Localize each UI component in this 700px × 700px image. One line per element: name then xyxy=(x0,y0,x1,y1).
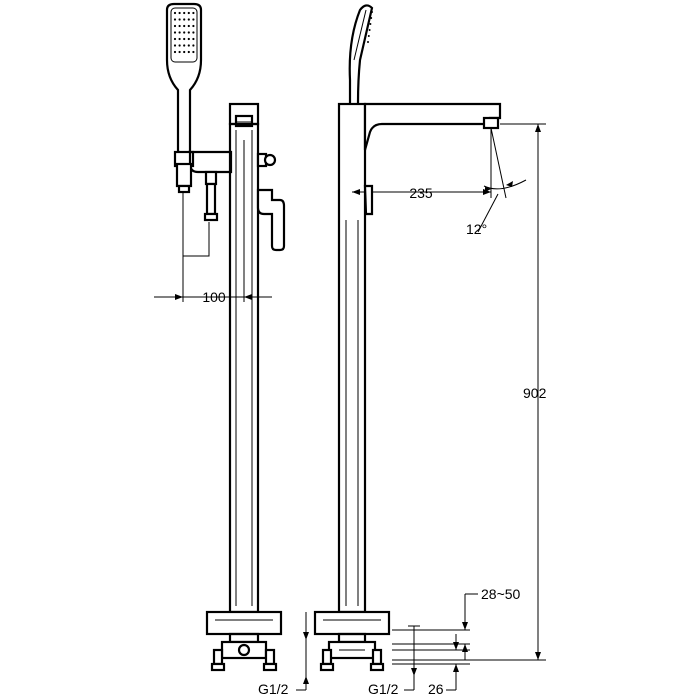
spray-nozzle xyxy=(187,11,190,15)
thread-label-g12-right: G1/2 xyxy=(368,681,399,697)
spray-nozzle xyxy=(192,24,195,28)
column-side xyxy=(337,102,367,614)
spout xyxy=(363,102,502,151)
thread-label-left: G1/2 xyxy=(258,612,309,697)
spray-nozzle xyxy=(178,24,181,28)
base-front xyxy=(205,610,283,672)
thread-label-right: G1/2 xyxy=(368,625,420,697)
side-spray-nozzle xyxy=(370,17,373,19)
spray-nozzle xyxy=(183,44,186,47)
spray-nozzle xyxy=(183,31,186,34)
spray-nozzle xyxy=(173,31,177,34)
spout-angle: 12° xyxy=(466,127,527,237)
spray-nozzle xyxy=(192,50,195,54)
spray-nozzle xyxy=(192,18,195,21)
side-spray-nozzle xyxy=(367,41,369,43)
side-view: 12° 235 xyxy=(258,4,547,697)
spray-nozzle xyxy=(187,31,190,34)
spray-nozzle xyxy=(187,50,190,54)
spray-nozzle xyxy=(173,24,177,28)
dim-label-26: 26 xyxy=(428,681,444,697)
spray-nozzle xyxy=(192,11,195,15)
side-spray-nozzle xyxy=(371,11,373,13)
dimension-235: 235 xyxy=(352,185,491,201)
side-nozzles xyxy=(367,11,373,43)
handshower-holder xyxy=(175,150,233,222)
spray-nozzle xyxy=(178,50,181,54)
spray-nozzle xyxy=(173,11,177,15)
mixer-lever-front xyxy=(256,188,286,252)
hose-outline xyxy=(182,192,210,257)
mixer-lever-side xyxy=(363,184,374,216)
spray-nozzle xyxy=(192,31,195,34)
base-side xyxy=(313,610,391,672)
side-spray-nozzle xyxy=(368,29,371,31)
dim-label-12deg: 12° xyxy=(466,221,487,237)
dim-label-235: 235 xyxy=(409,185,433,201)
dim-label-28-50: 28~50 xyxy=(481,586,521,602)
spray-nozzle xyxy=(183,50,186,54)
spray-nozzle xyxy=(178,37,181,41)
spray-nozzles xyxy=(173,11,195,54)
spray-nozzle xyxy=(178,31,181,34)
spray-nozzle xyxy=(183,37,186,41)
spray-nozzle xyxy=(173,37,177,41)
handshower-head-front xyxy=(165,2,203,168)
spray-nozzle xyxy=(183,24,186,28)
spray-nozzle xyxy=(187,18,190,21)
dimension-902: 902 xyxy=(392,123,547,661)
front-view: 100 xyxy=(154,2,286,672)
spray-nozzle xyxy=(183,18,186,21)
spray-nozzle xyxy=(187,24,190,28)
side-spray-nozzle xyxy=(367,35,370,37)
spray-nozzle xyxy=(192,44,195,47)
side-spray-nozzle xyxy=(369,23,372,25)
spray-nozzle xyxy=(173,18,177,21)
spray-nozzle xyxy=(178,44,181,47)
spray-nozzle xyxy=(192,37,195,41)
spray-nozzle xyxy=(178,11,181,15)
dimension-100: 100 xyxy=(154,140,272,305)
spray-nozzle xyxy=(173,44,177,47)
dim-label-100: 100 xyxy=(202,289,226,305)
spray-nozzle xyxy=(173,50,177,54)
dimension-26: 26 xyxy=(392,634,470,697)
spray-nozzle xyxy=(187,44,190,47)
spray-nozzle xyxy=(187,37,190,41)
thread-label-g12-left: G1/2 xyxy=(258,681,289,697)
dim-label-902: 902 xyxy=(523,385,547,401)
spray-nozzle xyxy=(183,11,186,15)
spray-nozzle xyxy=(178,18,181,21)
diverter-knob xyxy=(256,152,277,168)
